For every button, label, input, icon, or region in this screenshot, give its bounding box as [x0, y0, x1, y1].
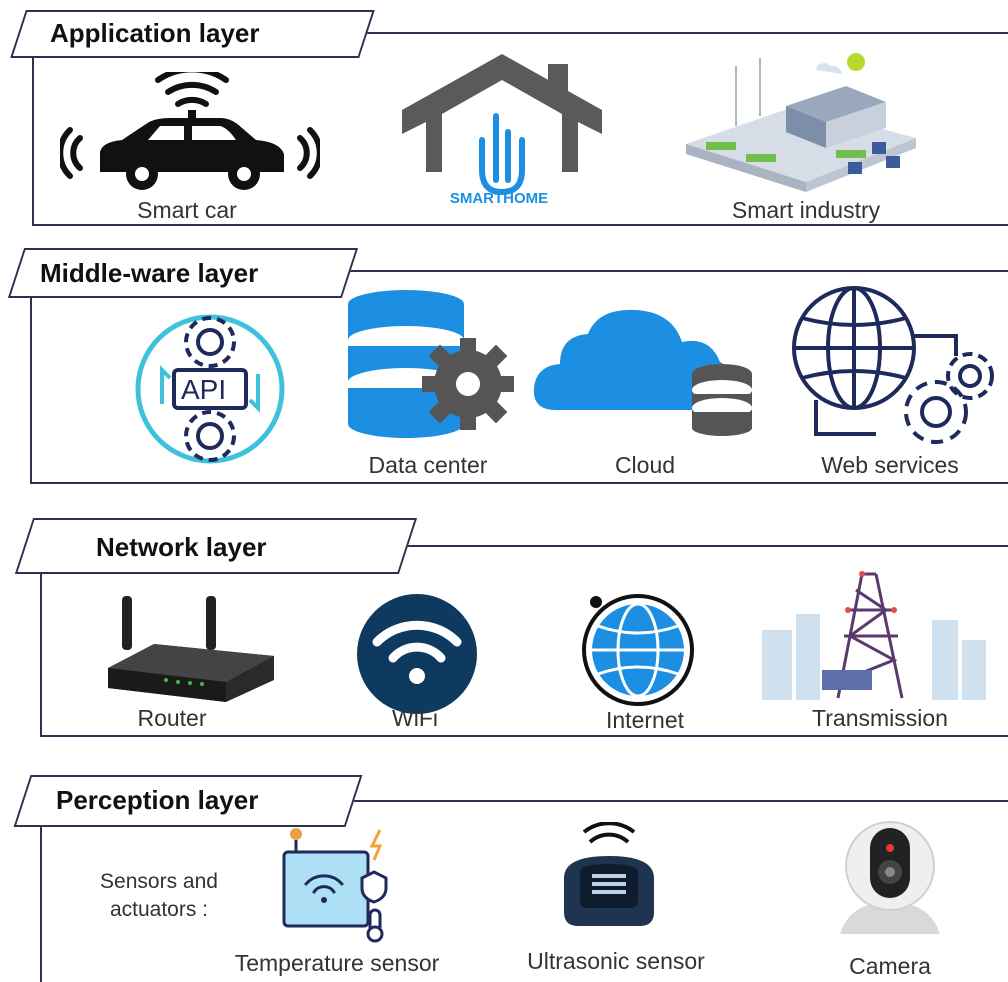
layer-title: Perception layer: [56, 785, 259, 815]
web-services-icon: [786, 284, 1002, 452]
transmission-tower-icon: [752, 570, 992, 700]
cloud-label: Cloud: [614, 452, 676, 478]
sensors-actuators-label-line2: actuators :: [109, 898, 209, 921]
data-center-label: Data center: [368, 452, 488, 478]
smart-industry-label: Smart industry: [731, 197, 881, 223]
transmission-label: Transmission: [812, 705, 948, 731]
api-icon: [122, 308, 298, 470]
router-label: Router: [137, 705, 207, 731]
smart-industry-icon: [676, 46, 926, 196]
api-label: API: [181, 374, 227, 405]
smart-car-icon: [60, 72, 320, 190]
data-center-icon: [344, 288, 514, 438]
web-services-label: Web services: [821, 452, 959, 478]
cloud-icon: [532, 306, 760, 436]
wifi-icon: [349, 594, 485, 714]
layer-title: Network layer: [96, 532, 267, 562]
smart-car-label: Smart car: [137, 197, 237, 223]
temperature-sensor-icon: [278, 826, 398, 946]
wifi-label: WiFi: [392, 705, 438, 731]
smart-home-label: SMARTHOME: [449, 190, 549, 207]
ultrasonic-sensor-label: Ultrasonic sensor: [527, 948, 705, 974]
sensors-actuators-label-line1: Sensors and: [100, 870, 218, 893]
temperature-sensor-label: Temperature sensor: [234, 950, 440, 976]
smart-home-icon: [398, 52, 606, 212]
layer-title: Application layer: [50, 18, 260, 48]
ultrasonic-sensor-icon: [554, 822, 664, 930]
camera-icon: [830, 818, 950, 938]
router-icon: [106, 594, 276, 704]
internet-icon: [564, 590, 710, 710]
camera-label: Camera: [849, 953, 931, 979]
internet-label: Internet: [606, 707, 684, 733]
layer-title: Middle-ware layer: [40, 258, 259, 288]
